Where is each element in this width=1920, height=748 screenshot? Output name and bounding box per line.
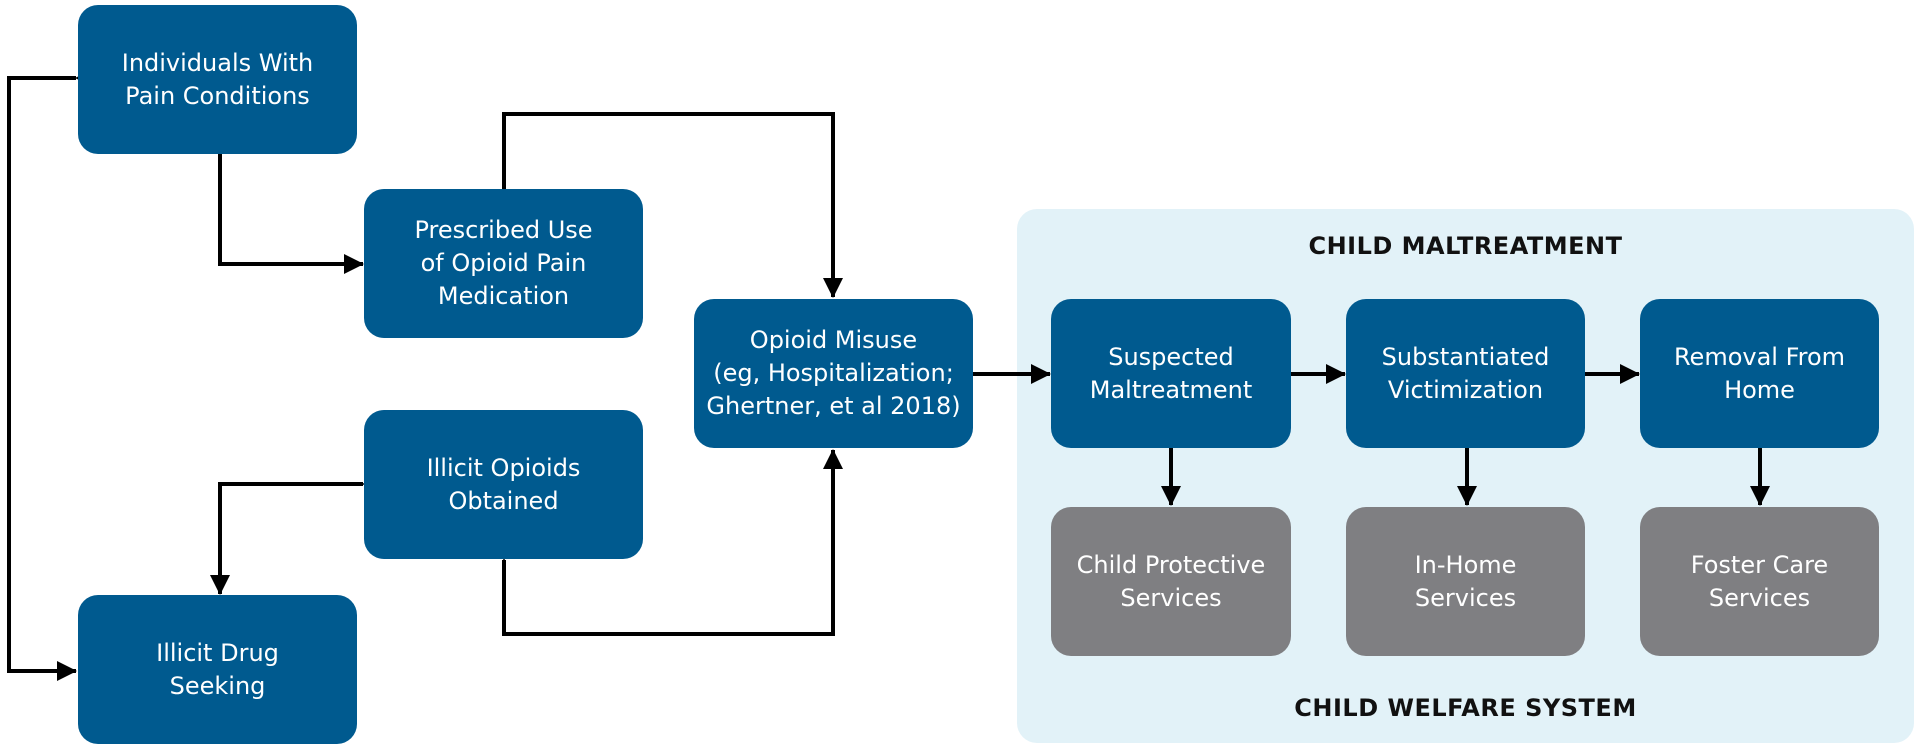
box-label: Illicit Drug Seeking — [156, 638, 279, 700]
box-label: In-Home Services — [1414, 550, 1517, 612]
box-label: Illicit Opioids Obtained — [426, 453, 581, 515]
arrow-left-loop — [7, 68, 95, 681]
illicit-opioids-obtained-box: Illicit Opioids Obtained — [364, 410, 643, 559]
opioid-misuse-box: Opioid Misuse (eg, Hospitalization; Gher… — [694, 299, 973, 448]
arrow-pain-prescribed — [210, 135, 364, 274]
prescribed-use-box: Prescribed Use of Opioid Pain Medication — [364, 189, 643, 338]
box-label: Substantiated Victimization — [1381, 342, 1550, 404]
box-label: Individuals With Pain Conditions — [121, 48, 314, 110]
box-label: Suspected Maltreatment — [1089, 342, 1253, 404]
substantiated-victimization-box: Substantiated Victimization — [1346, 299, 1585, 448]
foster-care-services-box: Foster Care Services — [1640, 507, 1879, 656]
box-label: Prescribed Use of Opioid Pain Medication — [414, 216, 593, 310]
arrow-illicit-misuse — [494, 449, 843, 636]
suspected-maltreatment-box: Suspected Maltreatment — [1051, 299, 1291, 448]
in-home-services-box: In-Home Services — [1346, 507, 1585, 656]
child-maltreatment-title: CHILD MALTREATMENT — [1308, 232, 1623, 260]
box-label: Opioid Misuse (eg, Hospitalization; Gher… — [706, 326, 961, 420]
box-label: Child Protective Services — [1076, 550, 1266, 612]
child-protective-services-box: Child Protective Services — [1051, 507, 1291, 656]
removal-from-home-box: Removal From Home — [1640, 299, 1879, 448]
box-label: Removal From Home — [1673, 342, 1846, 404]
individuals-with-pain-conditions-box: Individuals With Pain Conditions — [78, 5, 357, 154]
box-label: Foster Care Services — [1690, 550, 1829, 612]
child-welfare-system-title: CHILD WELFARE SYSTEM — [1294, 694, 1637, 722]
illicit-drug-seeking-box: Illicit Drug Seeking — [78, 595, 357, 744]
arrow-prescribed-misuse — [494, 112, 843, 298]
arrow-illicit-seeking — [210, 474, 382, 595]
